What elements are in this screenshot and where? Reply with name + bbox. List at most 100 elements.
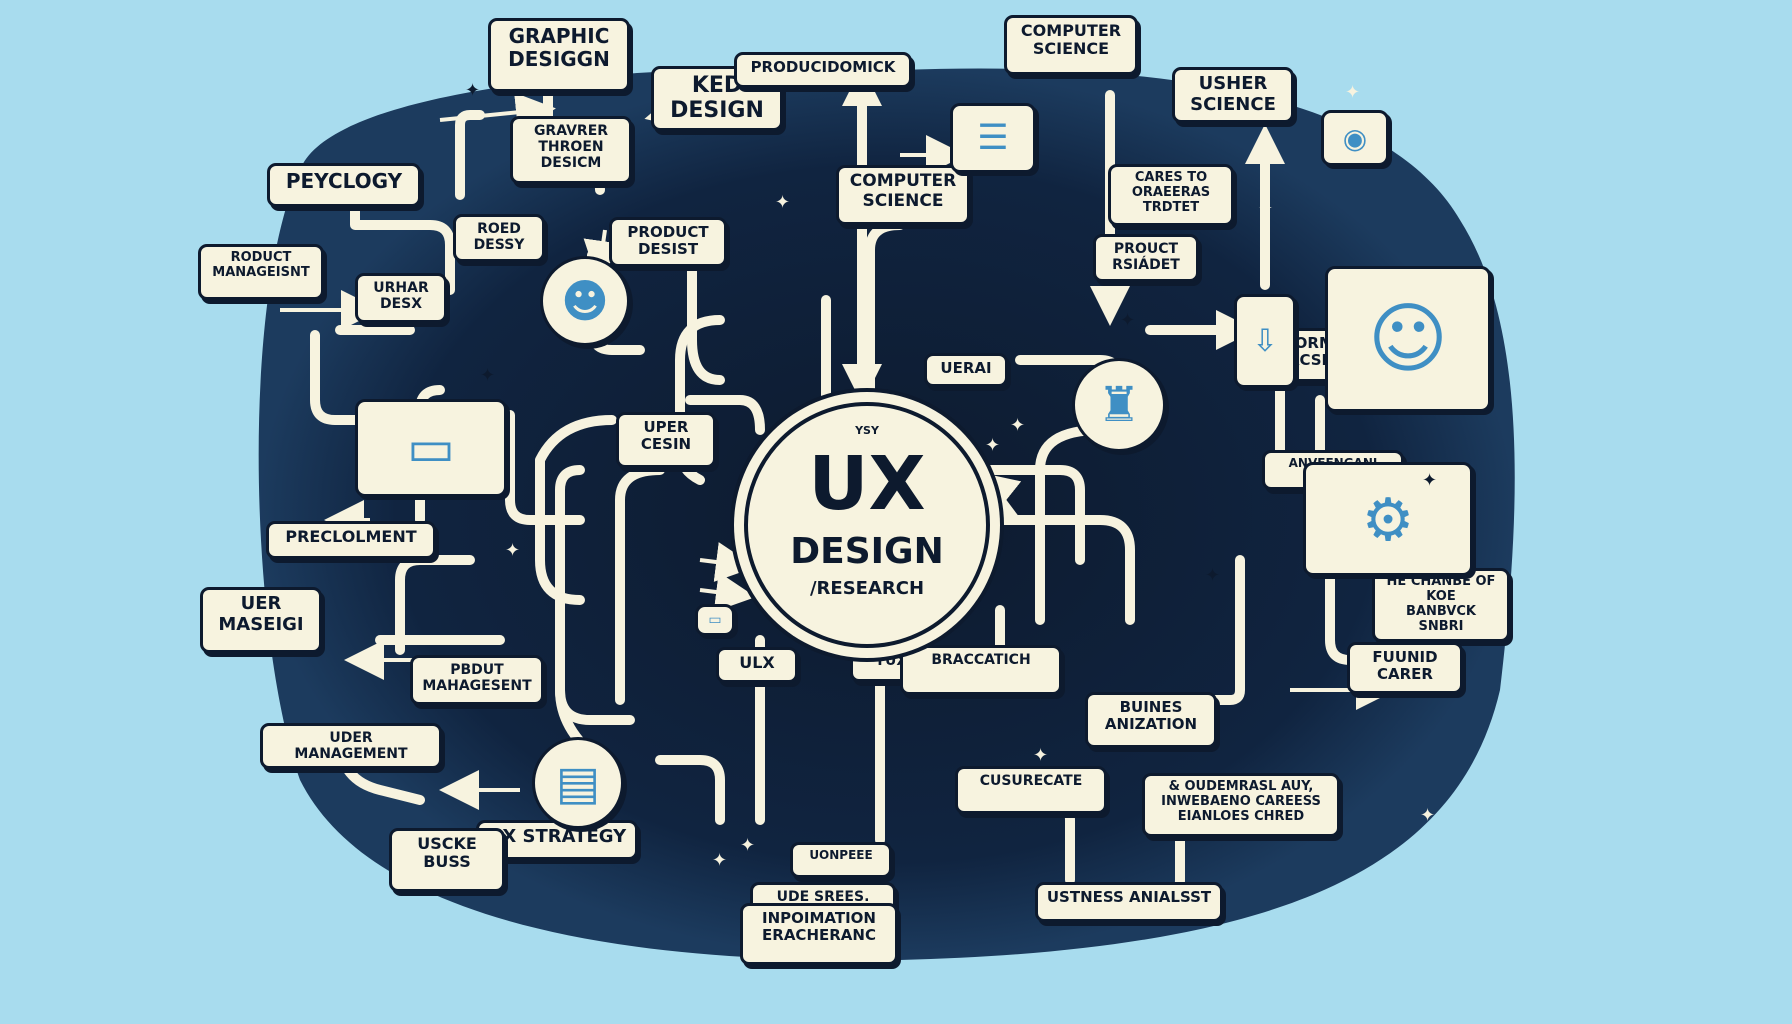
phone-download-icon: ⇩: [1234, 294, 1296, 388]
sparkle-icon: ✦: [505, 540, 521, 561]
node-label-line: UDER MANAGEMENT: [294, 730, 408, 763]
hub-tag: YSY: [855, 424, 879, 437]
hub-caption: /RESEARCH: [809, 578, 925, 599]
sparkle-icon: ✦: [740, 835, 756, 856]
hub-title: UX: [808, 441, 926, 527]
node-label-line: DESIST: [637, 240, 699, 259]
node-label-line: CARES TO: [1134, 170, 1208, 185]
node-label-line: RODUCT: [230, 250, 292, 265]
node-label-line: USHER: [1198, 73, 1268, 94]
sparkle-icon: ✦: [465, 80, 481, 101]
node-label-line: USTNESS ANIALSST: [1046, 888, 1212, 906]
node-label-line: BUINES: [1119, 698, 1183, 716]
node-productiomick: PRODUCIDOMICK: [734, 52, 912, 88]
document-icon: ☰: [950, 103, 1036, 173]
monitor-icon: ▭: [355, 399, 507, 497]
sparkle-icon: ✦: [1420, 805, 1436, 826]
node-label-line: DESSY: [473, 237, 525, 254]
laptop-icon: ▤: [532, 737, 624, 829]
sparkle-icon: ✦: [985, 435, 1001, 456]
node-braccatich: BRACCATICH: [900, 645, 1062, 695]
node-label-line: DESX: [379, 296, 423, 313]
node-label-line: UX STRATEGY: [487, 826, 627, 847]
hub-subtitle: DESIGN: [790, 531, 944, 572]
node-label-line: YUX: [874, 653, 908, 669]
node-label-line: BANBVCK: [1406, 603, 1476, 619]
node-label-line: ERACHERANC: [762, 926, 876, 945]
node-label-line: COMPUTER: [1020, 21, 1122, 40]
node-uera: UERAI: [924, 353, 1008, 387]
node-label-line: SNBRI: [1418, 618, 1464, 634]
node-label-line: EIANLOES CHRED: [1177, 808, 1305, 824]
node-label-line: RSIÁDET: [1112, 257, 1180, 274]
node-label-line: PEYCLOGY: [285, 169, 403, 193]
node-label-line: TRDTET: [1142, 199, 1200, 215]
node-label-line: UONPEEE: [809, 848, 873, 862]
sparkle-icon: ✦: [1422, 470, 1438, 491]
node-label-line: GRAVRER: [533, 123, 609, 139]
node-label-line: DESIGN: [670, 98, 764, 124]
node-label-line: BUSS: [423, 852, 471, 872]
node-usiness-analyst: USTNESS ANIALSST: [1035, 882, 1223, 922]
castle-icon: ♜: [1072, 358, 1166, 452]
node-label-line: PRODUCT: [627, 223, 709, 241]
node-label-line: UERAI: [940, 359, 992, 377]
node-label-line: HE CHANBE OF KOE: [1386, 574, 1496, 604]
node-label-line: DESIGGN: [508, 47, 610, 71]
node-label-line: USCKE: [417, 834, 477, 853]
node-label-line: BRACCATICH: [931, 652, 1031, 668]
node-uonpeee: UONPEEE: [790, 842, 892, 878]
node-label-line: CUSURECATE: [979, 773, 1083, 789]
node-label-line: UDE SREES.: [776, 889, 870, 905]
sparkle-icon: ✦: [480, 365, 496, 386]
sparkle-icon: ✦: [1033, 745, 1049, 766]
sparkle-icon: ✦: [775, 192, 791, 213]
node-label-line: UER: [240, 593, 282, 614]
node-label-line: MANAGEISNT: [212, 264, 310, 280]
node-peycology: PEYCLOGY: [267, 163, 421, 207]
user-profile-icon: ☺: [1325, 266, 1491, 412]
node-label-line: FUUNID: [1372, 648, 1438, 666]
node-label-line: MASEIGI: [218, 613, 304, 635]
node-label-line: SCIENCE: [862, 190, 944, 211]
sparkle-icon: ✦: [1120, 310, 1136, 331]
node-label-line: UPER: [643, 418, 689, 436]
headset-avatar-icon: ☻: [540, 256, 630, 346]
node-label-line: COMPUTER: [849, 171, 957, 191]
sparkle-icon: ✦: [712, 850, 728, 871]
node-label-line: SCIENCE: [1190, 93, 1276, 115]
node-label-line: ORAEERAS: [1131, 184, 1211, 200]
sparkle-icon: ✦: [1258, 198, 1274, 219]
dashboard-panel-icon: ⚙: [1303, 462, 1473, 576]
node-label-line: PRODUCIDOMICK: [750, 58, 896, 76]
node-precloiment: PRECLOLMENT: [266, 521, 436, 559]
node-label-line: URHAR: [373, 280, 429, 296]
globe-badge-icon: ◉: [1321, 110, 1389, 166]
sparkle-icon: ✦: [1010, 415, 1026, 436]
node-label-line: THROEN: [538, 139, 604, 156]
node-label-line: ULX: [739, 653, 775, 672]
node-label-line: PBDUT: [450, 662, 504, 678]
node-label-line: PRECLOLMENT: [285, 527, 417, 546]
sparkle-icon: ✦: [1345, 82, 1361, 103]
node-ulx: ULX: [716, 647, 798, 683]
node-label-line: KED: [691, 73, 743, 98]
